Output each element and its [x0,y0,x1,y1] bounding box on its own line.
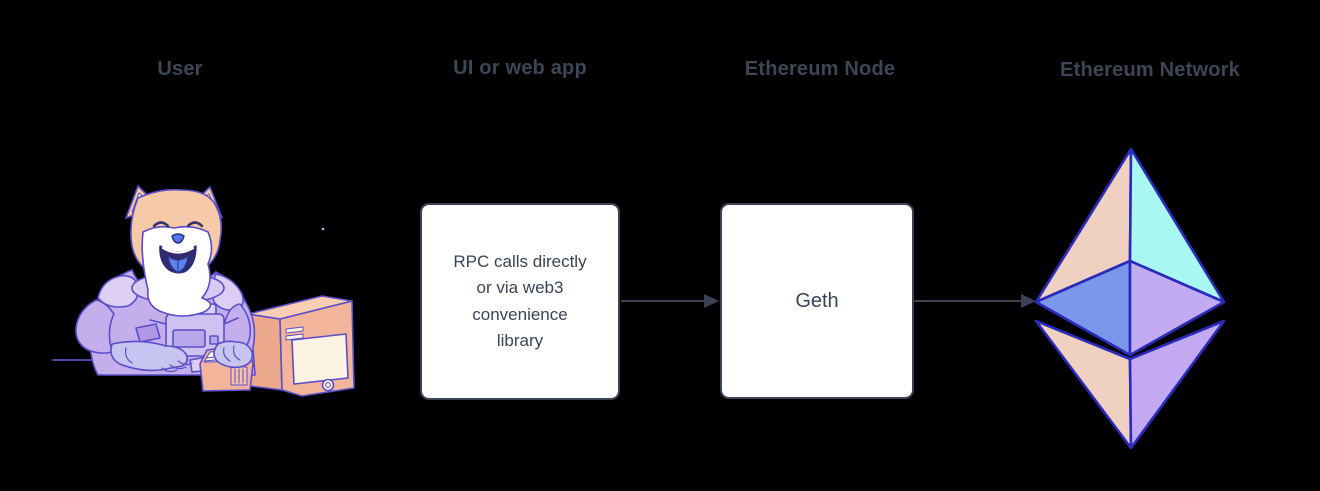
geth-box-label: Geth [795,289,839,312]
eth-facet-bottom-right [1128,319,1226,450]
retro-computer-icon [247,295,355,397]
doge-astronaut-illustration [52,185,355,397]
arrow-ui-to-node [621,294,719,308]
column-heading-ui-or-web-app: UI or web app [453,57,587,79]
geth-box: Geth [720,203,914,399]
column-heading-ethereum-network: Ethereum Network [1060,59,1240,81]
ethereum-logo-icon [1034,147,1226,450]
arrow-node-to-network [914,294,1036,308]
sparkle-icon [321,227,325,231]
doge-gloves [110,340,254,373]
doge-head [125,185,223,317]
eth-facet-mid-right [1128,259,1226,357]
rpc-calls-box: RPC calls directly or via web3 convenien… [420,203,620,400]
column-heading-ethereum-node: Ethereum Node [744,58,896,80]
column-heading-user: User [157,58,203,80]
rpc-calls-box-label: RPC calls directly or via web3 convenien… [453,251,587,350]
